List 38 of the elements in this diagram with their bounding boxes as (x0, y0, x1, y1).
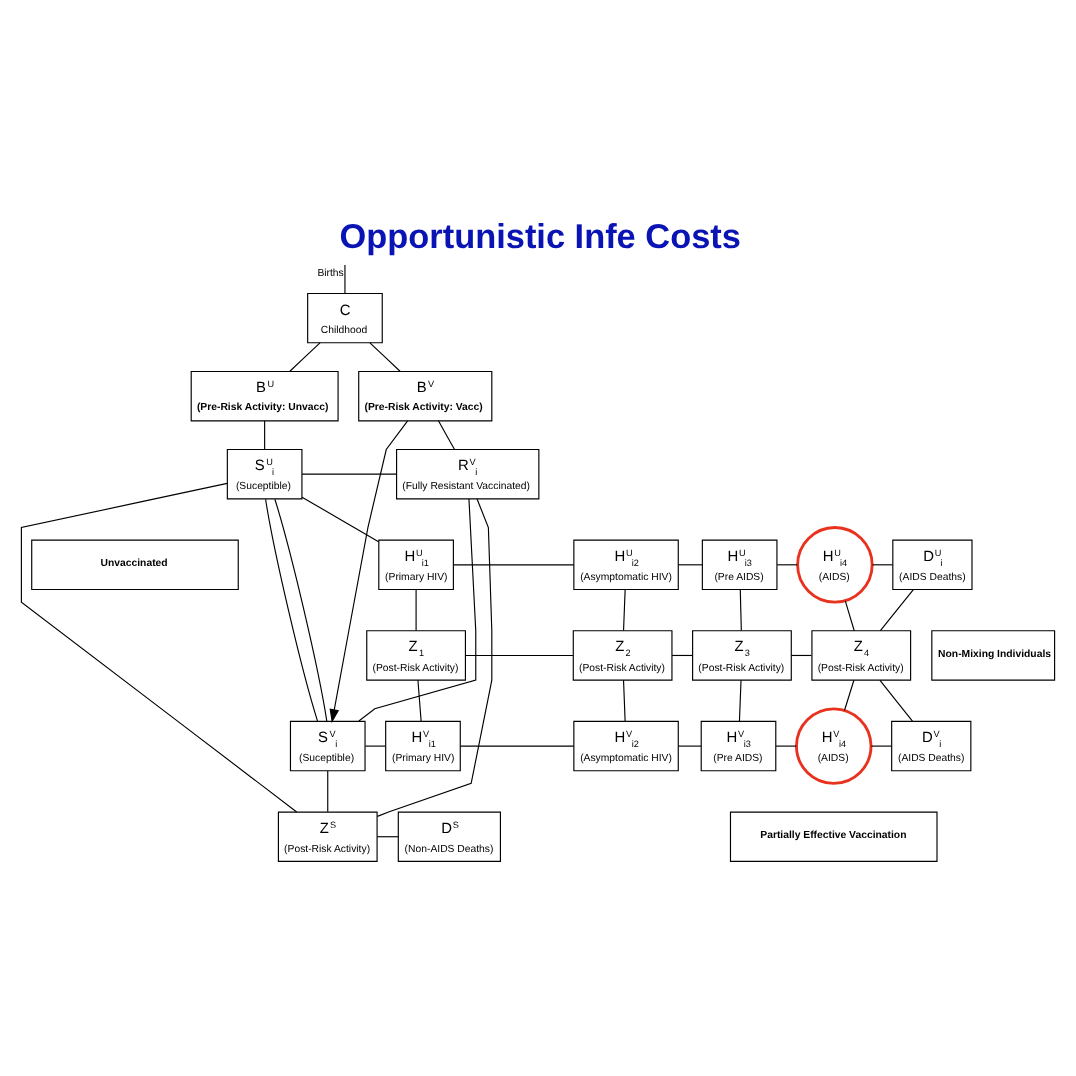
connector (452, 563, 575, 565)
connector (265, 497, 319, 721)
connector (776, 563, 798, 565)
connector (738, 678, 742, 721)
connector (843, 678, 855, 710)
connector (465, 653, 574, 656)
connector (376, 497, 493, 816)
connector (358, 497, 477, 721)
connector (289, 341, 321, 371)
connector (264, 419, 266, 449)
connector (879, 588, 914, 631)
connector (459, 744, 575, 746)
connector (677, 744, 702, 746)
connector (871, 563, 894, 565)
diagram-title: Opportunistic Infe Costs (339, 214, 741, 255)
connector (879, 678, 914, 721)
connector (870, 744, 893, 746)
arrow (329, 419, 409, 722)
connector (437, 419, 455, 449)
connector (20, 481, 298, 812)
connector (415, 588, 417, 631)
connector (677, 563, 703, 565)
connector (364, 744, 387, 746)
connector (344, 263, 346, 293)
connector (369, 341, 401, 371)
connector (739, 588, 742, 631)
connector (622, 588, 626, 631)
connector (327, 769, 329, 812)
connector (790, 653, 812, 656)
connector (844, 599, 855, 631)
connector (301, 472, 397, 474)
connector (622, 678, 626, 721)
connector (417, 678, 422, 721)
connector (376, 835, 399, 837)
connector (301, 495, 380, 542)
connector (274, 497, 328, 721)
connector (671, 653, 693, 656)
connector (775, 744, 797, 746)
